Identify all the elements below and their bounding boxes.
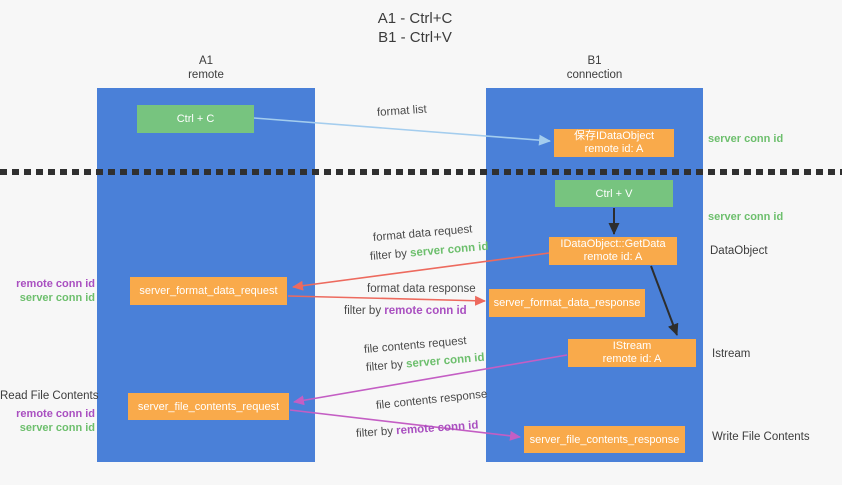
remote-conn-id-highlight: remote conn id	[395, 419, 479, 438]
node-server-format-data-request-label: server_format_data_request	[139, 285, 278, 297]
left-label-server-conn-id-1: server conn id	[19, 292, 95, 304]
node-istream-line2: remote id: A	[602, 353, 662, 365]
node-ctrl-v: Ctrl + V	[555, 180, 673, 207]
lane-b1-role: connection	[566, 69, 623, 81]
edge-label-filter-by-remote-conn-id-1: filter by remote conn id	[344, 305, 467, 317]
edge-label-file-contents-response: file contents response	[375, 388, 488, 412]
node-server-format-data-response-label: server_format_data_response	[493, 297, 641, 309]
filter-by-prefix: filter by	[369, 247, 411, 263]
lane-header-b1: B1 connection	[486, 54, 703, 82]
left-label-server-conn-id-2: server conn id	[19, 422, 95, 434]
edge-label-file-contents-request: file contents request	[363, 335, 468, 356]
node-istream-line1: IStream	[612, 340, 652, 352]
lane-header-a1: A1 remote	[97, 54, 315, 82]
node-istream: IStream remote id: A	[568, 339, 696, 367]
node-server-format-data-request: server_format_data_request	[130, 277, 287, 305]
right-label-server-conn-id-2: server conn id	[708, 211, 784, 223]
lane-a1-name: A1	[198, 55, 214, 67]
left-label-remote-conn-id-1: remote conn id	[16, 278, 95, 290]
title-line-2: B1 - Ctrl+V	[378, 29, 452, 46]
left-label-read-file-contents: Read File Contents	[0, 390, 99, 402]
right-label-write-file-contents: Write File Contents	[712, 431, 810, 443]
node-idataobject-getdata: IDataObject::GetData remote id: A	[549, 237, 677, 265]
arrow-format-data-response	[287, 295, 486, 306]
left-label-remote-conn-id-2: remote conn id	[16, 408, 95, 420]
edge-label-filter-by-server-conn-id-2: filter by server conn id	[365, 352, 484, 374]
server-conn-id-highlight: server conn id	[405, 351, 485, 371]
filter-by-prefix: filter by	[355, 425, 397, 440]
node-save-idataobject-line1: 保存IDataObject	[573, 130, 655, 142]
title-line-1: A1 - Ctrl+C	[377, 10, 453, 27]
node-save-idataobject: 保存IDataObject remote id: A	[554, 129, 674, 157]
node-ctrl-c-label: Ctrl + C	[176, 113, 215, 125]
lane-a1-role: remote	[188, 69, 224, 81]
node-idataobject-getdata-line2: remote id: A	[583, 251, 643, 263]
node-server-file-contents-request-label: server_file_contents_request	[137, 400, 280, 413]
node-server-format-data-response: server_format_data_response	[489, 289, 645, 317]
remote-conn-id-highlight: remote conn id	[384, 305, 467, 317]
edge-label-filter-by-remote-conn-id-2: filter by remote conn id	[356, 419, 479, 440]
right-label-server-conn-id-1: server conn id	[708, 133, 784, 145]
node-ctrl-c: Ctrl + C	[137, 105, 254, 133]
edge-label-format-data-response: format data response	[367, 283, 476, 295]
lane-b1-name: B1	[587, 55, 602, 67]
edge-label-format-data-request: format data request	[372, 223, 473, 244]
edge-label-filter-by-server-conn-id-1: filter by server conn id	[369, 241, 488, 263]
filter-by-prefix: filter by	[365, 358, 407, 374]
filter-by-prefix: filter by	[344, 305, 385, 317]
node-server-file-contents-response: server_file_contents_response	[524, 426, 685, 453]
node-server-file-contents-response-label: server_file_contents_response	[529, 433, 680, 446]
right-label-dataobject: DataObject	[710, 245, 768, 257]
right-label-istream: Istream	[712, 348, 751, 360]
node-ctrl-v-label: Ctrl + V	[595, 187, 633, 200]
node-save-idataobject-line2: remote id: A	[584, 143, 644, 155]
node-server-file-contents-request: server_file_contents_request	[128, 393, 289, 420]
node-idataobject-getdata-line1: IDataObject::GetData	[560, 238, 666, 250]
copy-paste-divider-dashed-line	[0, 169, 842, 175]
edge-label-format-list: format list	[376, 103, 428, 119]
server-conn-id-highlight: server conn id	[409, 240, 489, 260]
page-title: A1 - Ctrl+C B1 - Ctrl+V	[0, 9, 830, 47]
